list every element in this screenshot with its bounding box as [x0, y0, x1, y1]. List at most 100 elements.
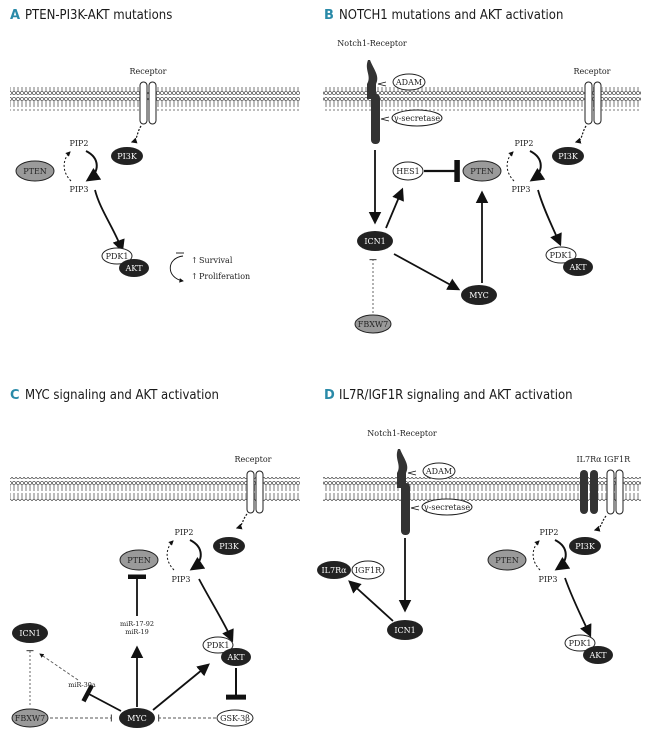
igf1r-node: IGF1R	[351, 560, 385, 580]
survival-arrow: ↑	[191, 256, 198, 265]
svg-text:PDK1: PDK1	[207, 641, 230, 650]
myc-node: MYC	[461, 285, 497, 305]
svg-text:PDK1: PDK1	[106, 252, 129, 261]
svg-text:FBXW7: FBXW7	[15, 714, 45, 723]
pip3-label: PIP3	[171, 575, 190, 584]
pi3k-node: PI3K	[569, 537, 601, 555]
svg-text:γ-secretase: γ-secretase	[394, 114, 440, 123]
panel-a-letter: A	[10, 8, 20, 23]
svg-text:AKT: AKT	[226, 653, 245, 662]
akt-node: AKT	[119, 259, 149, 277]
proliferation-arrow: ↑	[191, 272, 198, 281]
pi3k-node: PI3K	[213, 537, 245, 555]
svg-text:PDK1: PDK1	[569, 639, 592, 648]
svg-text:MYC: MYC	[469, 291, 488, 300]
svg-text:HES1: HES1	[396, 167, 419, 176]
pten-node: PTEN	[462, 160, 502, 182]
svg-text:FBXW7: FBXW7	[358, 320, 388, 329]
proliferation-label: Proliferation	[199, 272, 250, 281]
adam-node: ADAM	[392, 73, 426, 91]
pdk1-node: PDK1	[564, 634, 596, 652]
panel-d-letter: D	[324, 388, 335, 403]
panel-a-title: PTEN-PI3K-AKT mutations	[25, 8, 172, 23]
receptor	[584, 81, 602, 125]
svg-text:ICN1: ICN1	[394, 626, 415, 635]
mir19-label: miR-19	[125, 628, 149, 636]
il7ra-receptor-label: IL7Rα	[577, 455, 603, 464]
akt-node: AKT	[563, 258, 593, 276]
svg-text:ICN1: ICN1	[364, 237, 385, 246]
svg-text:ADAM: ADAM	[395, 78, 422, 87]
igf1r-receptor-label: IGF1R	[604, 455, 631, 464]
mir17-92-label: miR-17-92	[120, 620, 154, 628]
receptor	[139, 81, 157, 125]
svg-text:PTEN: PTEN	[470, 167, 494, 176]
svg-text:IL7Rα: IL7Rα	[322, 566, 348, 575]
svg-text:AKT: AKT	[124, 264, 143, 273]
svg-text:IGF1R: IGF1R	[355, 566, 382, 575]
pi3k-node: PI3K	[111, 147, 143, 165]
pdk1-node: PDK1	[101, 247, 133, 265]
svg-text:PI3K: PI3K	[558, 152, 579, 161]
svg-text:PI3K: PI3K	[575, 542, 596, 551]
pip3-label: PIP3	[538, 575, 557, 584]
receptor-label: Receptor	[574, 67, 611, 76]
notch1-receptor-label: Notch1-Receptor	[337, 39, 407, 48]
svg-text:PTEN: PTEN	[23, 167, 47, 176]
svg-text:AKT: AKT	[568, 263, 587, 272]
pip2-label: PIP2	[539, 528, 558, 537]
svg-text:PTEN: PTEN	[495, 556, 519, 565]
hes1-node: HES1	[392, 161, 424, 181]
pip3-label: PIP3	[511, 185, 530, 194]
svg-text:ADAM: ADAM	[425, 467, 452, 476]
pten-node: PTEN	[15, 160, 55, 182]
mir30a-label: miR-30a	[68, 681, 96, 689]
svg-text:MYC: MYC	[127, 714, 146, 723]
svg-text:GSK-3β: GSK-3β	[220, 714, 250, 723]
icn1-node: ICN1	[357, 231, 393, 251]
il7ra-receptor	[580, 470, 598, 514]
svg-text:PI3K: PI3K	[117, 152, 138, 161]
survival-label: Survival	[199, 256, 233, 265]
panel-b: B NOTCH1 mutations and AKT activation No…	[323, 8, 641, 334]
pip3-label: PIP3	[69, 185, 88, 194]
notch1-receptor	[366, 60, 380, 144]
gamma-secretase-node: γ-secretase	[391, 109, 443, 127]
receptor-label: Receptor	[130, 67, 167, 76]
panel-b-letter: B	[324, 8, 334, 23]
pten-node: PTEN	[119, 549, 159, 571]
svg-text:PTEN: PTEN	[127, 556, 151, 565]
icn1-node: ICN1	[387, 620, 423, 640]
panel-c-title: MYC signaling and AKT activation	[25, 388, 219, 403]
svg-text:γ-secretase: γ-secretase	[424, 503, 470, 512]
receptor-label: Receptor	[235, 455, 272, 464]
pi3k-node: PI3K	[552, 147, 584, 165]
svg-text:ICN1: ICN1	[19, 629, 40, 638]
gsk3b-node: GSK-3β	[216, 709, 254, 727]
panel-c-letter: C	[10, 388, 20, 403]
svg-text:PDK1: PDK1	[550, 251, 573, 260]
pip2-label: PIP2	[514, 139, 533, 148]
fbxw7-node: FBXW7	[11, 708, 49, 728]
panel-d-title: IL7R/IGF1R signaling and AKT activation	[339, 388, 573, 403]
igf1r-receptor	[606, 469, 624, 515]
receptor	[246, 470, 264, 514]
il7ra-node: IL7Rα	[317, 561, 351, 579]
panel-b-title: NOTCH1 mutations and AKT activation	[339, 8, 563, 23]
pdk1-node: PDK1	[202, 636, 234, 654]
akt-node: AKT	[583, 646, 613, 664]
adam-node: ADAM	[422, 462, 456, 480]
fbxw7-node: FBXW7	[354, 314, 392, 334]
akt-node: AKT	[221, 648, 251, 666]
pip2-label: PIP2	[174, 528, 193, 537]
notch1-receptor-label: Notch1-Receptor	[367, 429, 437, 438]
icn1-node: ICN1	[12, 623, 48, 643]
panel-a: A PTEN-PI3K-AKT mutations Receptor PI3K …	[10, 8, 300, 283]
gamma-secretase-node: γ-secretase	[421, 498, 473, 516]
pten-node: PTEN	[487, 549, 527, 571]
pip2-label: PIP2	[69, 139, 88, 148]
myc-node: MYC	[119, 708, 155, 728]
svg-text:AKT: AKT	[588, 651, 607, 660]
notch1-receptor	[396, 449, 410, 535]
